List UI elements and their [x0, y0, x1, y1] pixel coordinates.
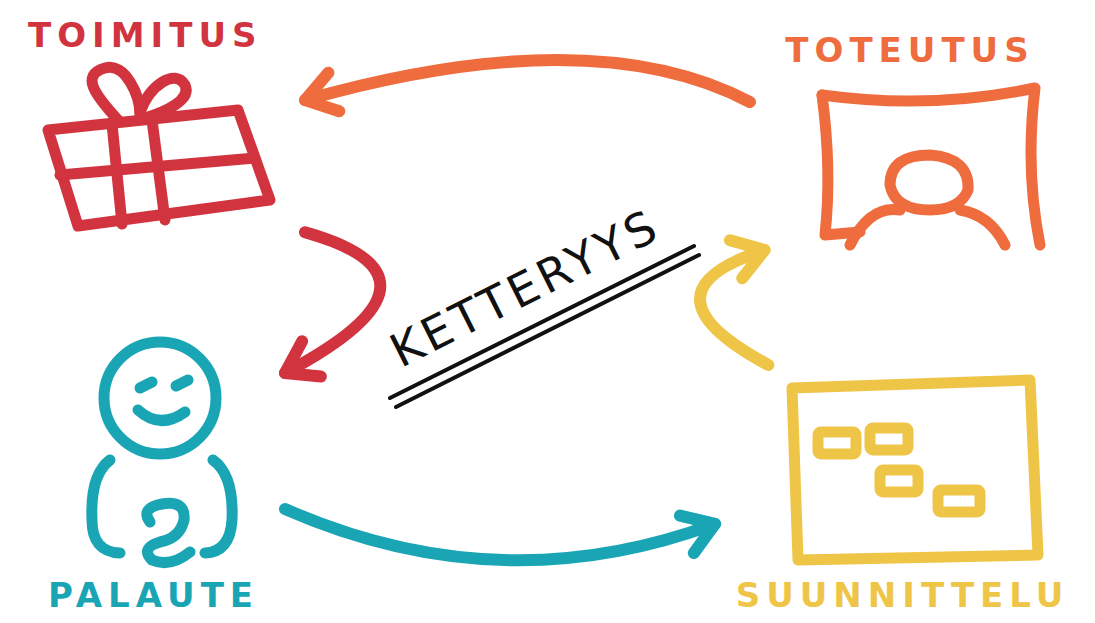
board-icon: [792, 380, 1038, 560]
gift-icon: [48, 67, 270, 226]
diagram-title: KETTERYYS: [333, 172, 718, 405]
arrow-head: [305, 73, 339, 111]
screen-icon: [822, 88, 1040, 245]
node-label: TOTEUTUS: [758, 29, 1062, 71]
cycle-arrow: [305, 60, 750, 111]
person-icon: [92, 342, 232, 563]
stage-node: SUUNNITTELU: [715, 365, 1090, 620]
arrow-head: [680, 516, 715, 554]
stage-node: PALAUTE: [40, 340, 285, 620]
arrow-head: [285, 341, 321, 376]
node-label: TOIMITUS: [28, 14, 297, 56]
node-label: SUUNNITTELU: [723, 574, 1082, 616]
cycle-arrow: [285, 232, 380, 376]
cycle-arrow: [700, 240, 768, 365]
node-label: PALAUTE: [48, 574, 277, 616]
arrow-head: [730, 240, 765, 278]
stage-node: TOTEUTUS: [750, 25, 1070, 250]
cycle-arrow: [285, 509, 715, 560]
arrow-line: [285, 509, 715, 560]
stage-node: TOIMITUS: [20, 10, 305, 235]
arrow-line: [305, 60, 750, 102]
